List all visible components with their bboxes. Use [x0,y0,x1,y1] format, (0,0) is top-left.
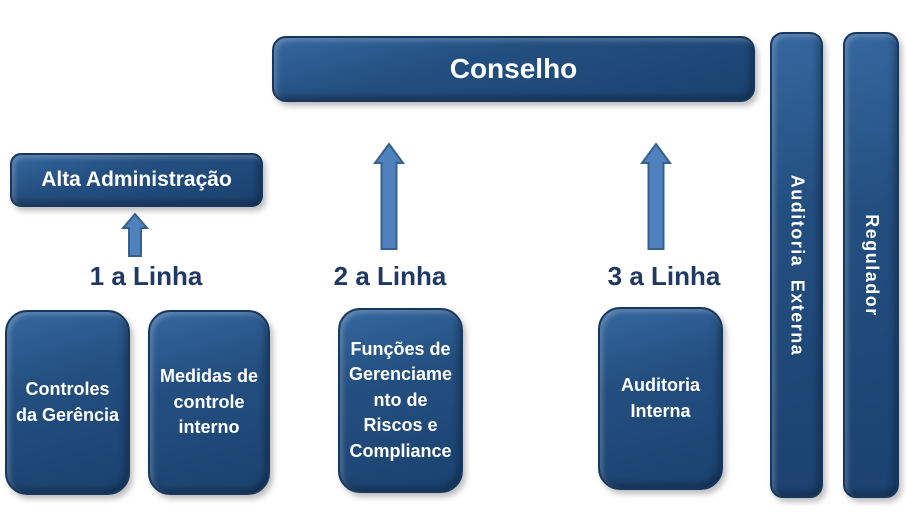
up-arrow-shape [640,142,672,250]
box-label: Auditoria Interna [621,374,700,421]
line3-box-internal-audit: Auditoria Interna [598,307,723,490]
senior-management-box: Alta Administração [10,153,263,207]
line1-box-management-controls: Controles da Gerência [5,310,130,495]
box-label: Controles da Gerência [15,378,120,425]
up-arrow-shape [120,212,150,257]
line1-box-internal-control-measures: Medidas de controle interno [148,310,270,495]
up-arrow-icon-line1 [120,212,150,257]
senior-management-label: Alta Administração [41,168,232,191]
board-box: Conselho [272,36,755,102]
line2-label: 2 a Linha [333,261,447,291]
regulator-label: Regulador [861,213,882,317]
regulator-bar: Regulador [843,32,899,498]
box-label: Medidas de controle interno [159,366,259,438]
line1-label: 1 a Linha [89,261,203,291]
line2-box-risk-compliance-functions: Funções de Gerenciamento de Riscos e Com… [338,308,463,493]
board-label: Conselho [449,53,578,84]
external-audit-label: Auditoria Externa [787,174,807,356]
box-label: Funções de Gerenciamento de Riscos e Com… [348,338,453,461]
external-audit-bar: Auditoria Externa [770,32,823,498]
up-arrow-shape [373,142,405,250]
up-arrow-icon-line3 [640,142,672,250]
up-arrow-icon-line2 [373,142,405,250]
line3-label: 3 a Linha [607,261,721,291]
